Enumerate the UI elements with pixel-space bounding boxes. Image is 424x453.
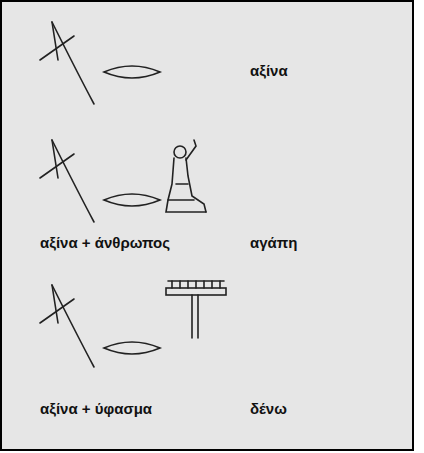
hoe-glyph: [40, 285, 94, 367]
formula-label: αξίνα + ύφασμα: [40, 400, 152, 418]
word-label: αγάπη: [250, 234, 297, 252]
mouth-glyph: [104, 66, 160, 78]
seated-man-glyph: [166, 140, 206, 212]
cloth-glyph: [166, 281, 226, 338]
hoe-glyph: [40, 140, 94, 222]
mouth-glyph: [104, 342, 160, 354]
formula-label: αξίνα + άνθρωπος: [40, 234, 170, 252]
word-label: αξίνα: [250, 62, 288, 80]
frame-panel: [0, 0, 414, 451]
word-label: δένω: [250, 400, 287, 418]
hoe-glyph: [40, 22, 94, 104]
mouth-glyph: [104, 194, 160, 206]
